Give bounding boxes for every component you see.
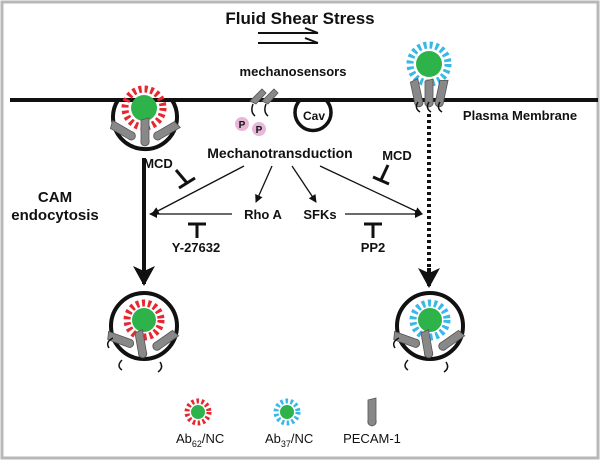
svg-text:P: P [239,120,246,131]
caveola [293,98,333,133]
signal-arrows [149,165,423,218]
shear-arrows [258,27,319,44]
svg-text:P: P [256,125,263,136]
legend-ab37-icon [273,398,301,426]
phospho-p1: P [235,117,249,131]
ab62-nc-particle [121,85,167,131]
legend-pecam-icon [367,397,377,427]
phospho-p2: P [252,122,266,136]
legend-ab62-icon [184,398,212,426]
mcd-left-label: MCD [143,156,173,171]
legend-pecam-label: PECAM-1 [343,431,401,446]
y27632-inhibitor [188,222,206,238]
mechanosensor-receptors [249,88,279,117]
left-vesicle [105,291,180,373]
right-surface-particle [406,41,452,113]
mcd-right-label: MCD [382,148,412,163]
y27632-label: Y-27632 [172,240,220,255]
title: Fluid Shear Stress [225,9,374,28]
pp2-inhibitor [364,222,382,238]
cav-label: Cav [303,109,325,123]
cam-label: CAM [38,189,72,206]
mechanosensors-label: mechanosensors [240,64,347,79]
mechanotransduction-label: Mechanotransduction [207,145,352,161]
pp2-label: PP2 [361,240,386,255]
mcd-left-inhibitor [174,169,196,190]
mcd-right-inhibitor [372,164,390,186]
left-endocytic-pit [108,85,181,152]
right-vesicle [391,291,466,373]
legend-ab62-label: Ab62/NC [176,431,224,449]
rho-a-label: Rho A [244,207,282,222]
sfks-label: SFKs [303,207,336,222]
endocytosis-label: endocytosis [11,207,99,224]
plasma-membrane-label: Plasma Membrane [463,108,577,123]
legend-ab37-label: Ab37/NC [265,431,313,449]
legend: Ab62/NC Ab37/NC PECAM-1 [176,397,401,449]
ab37-nc-particle [406,41,452,87]
